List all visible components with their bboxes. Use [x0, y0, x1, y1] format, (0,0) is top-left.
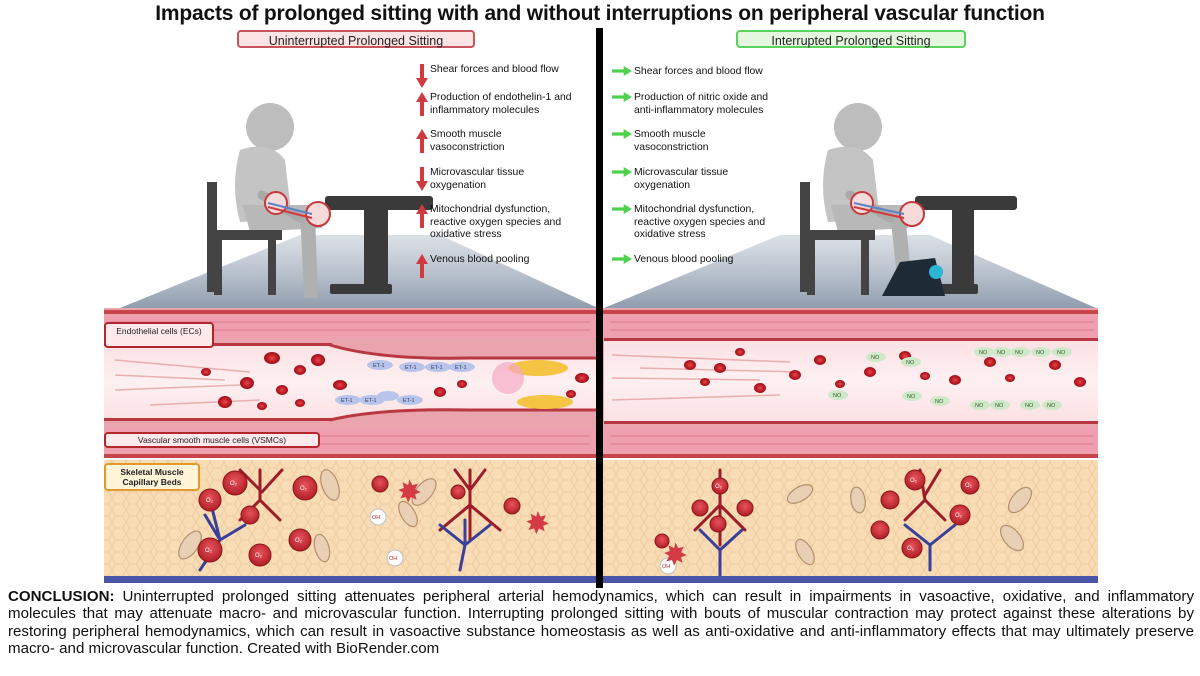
o2-label: O₂ [300, 486, 308, 492]
o2-label: O₂ [295, 538, 303, 544]
left-red-blood-cells [201, 352, 589, 410]
label-uninterrupted-sitting: Uninterrupted Prolonged Sitting [237, 30, 475, 48]
right-effect-nitric-oxide: Production of nitric oxide and anti-infl… [612, 92, 804, 117]
svg-text:NO: NO [906, 360, 915, 366]
conclusion-heading: CONCLUSION: [8, 588, 115, 605]
o2-label: O₂ [955, 513, 963, 519]
left-effect-endothelin: Production of endothelin-1 and inflammat… [416, 92, 600, 117]
arrow-up-icon [416, 254, 428, 278]
svg-text:ET-1: ET-1 [403, 398, 415, 404]
right-effect-venous-pooling: Venous blood pooling [612, 254, 804, 267]
label-vascular-smooth-muscle: Vascular smooth muscle cells (VSMCs) [104, 432, 320, 448]
label-skeletal-muscle: Skeletal Muscle Capillary Beds [104, 463, 200, 491]
svg-text:NO: NO [1057, 350, 1066, 356]
arrow-up-icon [416, 204, 428, 228]
panel-divider [596, 28, 603, 588]
figure-title: Impacts of prolonged sitting with and wi… [155, 2, 1045, 25]
arrow-right-icon [612, 66, 632, 76]
arrow-up-icon [416, 129, 428, 153]
right-effect-oxygenation: Microvascular tissue oxygenation [612, 167, 804, 192]
svg-text:NO: NO [995, 403, 1004, 409]
left-effect-mitochondria: Mitochondrial dysfunction, reactive oxyg… [416, 204, 600, 242]
arrow-down-icon [416, 167, 428, 191]
label-interrupted-sitting: Interrupted Prolonged Sitting [736, 30, 966, 48]
left-effect-venous-pooling: Venous blood pooling [416, 254, 600, 278]
right-effect-vasoconstriction: Smooth muscle vasoconstriction [612, 129, 804, 154]
svg-text:NO: NO [833, 393, 842, 399]
svg-text:NO: NO [871, 355, 880, 361]
oh-label: OH [389, 556, 397, 562]
svg-text:ET-1: ET-1 [365, 398, 377, 404]
o2-label: O₂ [205, 548, 213, 554]
o2-label: O₂ [255, 553, 263, 559]
arrow-up-icon [416, 92, 428, 116]
o2-label: O₂ [206, 498, 214, 504]
svg-text:NO: NO [935, 399, 944, 405]
left-seated-person [207, 103, 433, 298]
svg-text:NO: NO [979, 350, 988, 356]
svg-text:NO: NO [997, 350, 1006, 356]
left-effect-oxygenation: Microvascular tissue oxygenation [416, 167, 600, 192]
arrow-down-icon [416, 64, 428, 88]
arrow-right-icon [612, 254, 632, 264]
right-effect-mitochondria: Mitochondrial dysfunction, reactive oxyg… [612, 204, 804, 242]
o2-label: O₂ [965, 483, 973, 489]
reactive-oxygen-species: OH OH OH [369, 479, 687, 575]
svg-text:NO: NO [907, 394, 916, 400]
vascular-illustration: ET-1 ET-1 ET-1 ET-1 ET-1 ET-1 ET-1 NO NO… [104, 103, 1098, 583]
nitric-oxide-cells: NO NO NO NO NO NO NO NU NO NO NO NO NO N… [828, 347, 1072, 410]
right-red-blood-cells [684, 348, 1086, 393]
svg-text:ET-1: ET-1 [373, 363, 385, 369]
svg-text:NO: NO [975, 403, 984, 409]
arrow-right-icon [612, 204, 632, 214]
svg-text:ET-1: ET-1 [405, 365, 417, 371]
oh-label: OH [372, 515, 380, 521]
o2-label: O₂ [907, 546, 915, 552]
o2-label: O₂ [715, 484, 723, 490]
right-effect-shear: Shear forces and blood flow [612, 66, 804, 79]
o2-label: O₂ [910, 478, 918, 484]
svg-text:NU: NU [1015, 350, 1023, 356]
endothelin-cells: ET-1 ET-1 ET-1 ET-1 ET-1 ET-1 ET-1 [335, 360, 475, 405]
svg-text:ET-1: ET-1 [341, 398, 353, 404]
svg-text:NO: NO [1036, 350, 1045, 356]
svg-text:ET-1: ET-1 [455, 365, 467, 371]
arrow-right-icon [612, 92, 632, 102]
conclusion-text: Uninterrupted prolonged sitting attenuat… [8, 588, 1194, 657]
svg-text:ET-1: ET-1 [431, 365, 443, 371]
conclusion-paragraph: CONCLUSION: Uninterrupted prolonged sitt… [8, 588, 1194, 657]
right-seated-person [800, 103, 1017, 296]
o2-label: O₂ [230, 481, 238, 487]
left-effect-vasoconstriction: Smooth muscle vasoconstriction [416, 129, 600, 154]
label-endothelial-cells: Endothelial cells (ECs) [104, 322, 214, 348]
svg-text:NO: NO [1047, 403, 1056, 409]
left-effect-shear: Shear forces and blood flow [416, 64, 600, 88]
svg-text:NO: NO [1025, 403, 1034, 409]
arrow-right-icon [612, 167, 632, 177]
oh-label: OH [662, 564, 670, 570]
arrow-right-icon [612, 129, 632, 139]
